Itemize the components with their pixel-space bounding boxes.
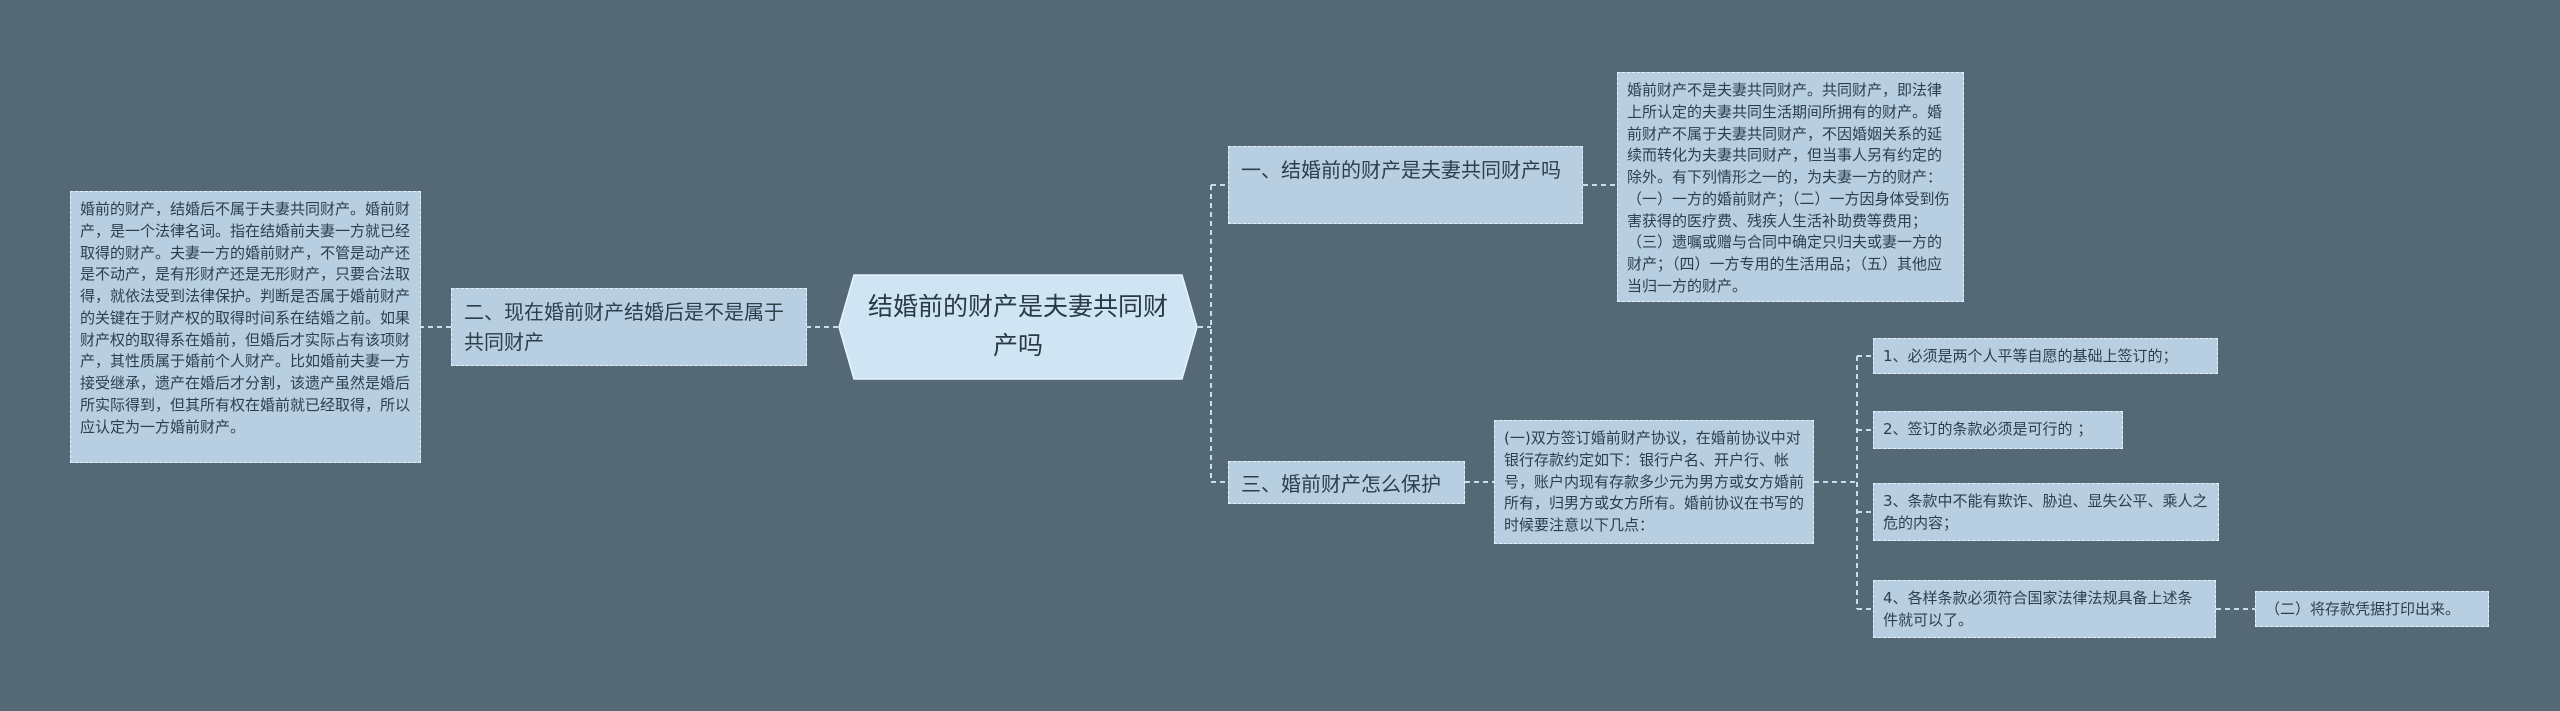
- point-item-4-text: 4、各样条款必须符合国家法律法规具备上述条件就可以了。: [1883, 589, 2193, 629]
- central-topic-shape: [838, 274, 1198, 380]
- point-item-1-text: 1、必须是两个人平等自愿的基础上签订的；: [1883, 347, 2178, 365]
- b3-detail-text: (一)双方签订婚前财产协议，在婚前协议中对银行存款约定如下：银行户名、开户行、帐…: [1504, 429, 1805, 534]
- extra-step-note[interactable]: （二）将存款凭据打印出来。: [2255, 591, 2489, 627]
- central-topic-title: 结婚前的财产是夫妻共同财产吗: [867, 292, 1168, 360]
- b2-detail-text: 婚前的财产，结婚后不属于夫妻共同财产。婚前财产，是一个法律名词。指在结婚前夫妻一…: [80, 200, 411, 436]
- branch-b2[interactable]: 二、现在婚前财产结婚后是不是属于共同财产: [451, 288, 807, 366]
- b1-detail-text: 婚前财产不是夫妻共同财产。共同财产，即法律上所认定的夫妻共同生活期间所拥有的财产…: [1627, 81, 1950, 295]
- branch-b2-label: 二、现在婚前财产结婚后是不是属于共同财产: [464, 300, 784, 354]
- point-item-3[interactable]: 3、条款中不能有欺诈、胁迫、显失公平、乘人之危的内容；: [1873, 483, 2219, 541]
- branch-b1[interactable]: 一、结婚前的财产是夫妻共同财产吗: [1228, 146, 1583, 224]
- b3-detail-note[interactable]: (一)双方签订婚前财产协议，在婚前协议中对银行存款约定如下：银行户名、开户行、帐…: [1494, 420, 1814, 544]
- b1-detail-note[interactable]: 婚前财产不是夫妻共同财产。共同财产，即法律上所认定的夫妻共同生活期间所拥有的财产…: [1617, 72, 1964, 302]
- branch-b3-label: 三、婚前财产怎么保护: [1241, 472, 1441, 496]
- point-item-1[interactable]: 1、必须是两个人平等自愿的基础上签订的；: [1873, 338, 2218, 374]
- central-topic[interactable]: 结婚前的财产是夫妻共同财产吗: [838, 274, 1198, 380]
- b2-detail-note[interactable]: 婚前的财产，结婚后不属于夫妻共同财产。婚前财产，是一个法律名词。指在结婚前夫妻一…: [70, 191, 421, 463]
- point-item-2[interactable]: 2、签订的条款必须是可行的 ；: [1873, 411, 2123, 449]
- point-item-4[interactable]: 4、各样条款必须符合国家法律法规具备上述条件就可以了。: [1873, 580, 2216, 638]
- point-item-2-text: 2、签订的条款必须是可行的 ；: [1883, 420, 2093, 438]
- branch-b1-label: 一、结婚前的财产是夫妻共同财产吗: [1241, 158, 1561, 182]
- branch-b3[interactable]: 三、婚前财产怎么保护: [1228, 461, 1465, 504]
- point-item-3-text: 3、条款中不能有欺诈、胁迫、显失公平、乘人之危的内容；: [1883, 492, 2208, 532]
- extra-step-text: （二）将存款凭据打印出来。: [2265, 600, 2461, 618]
